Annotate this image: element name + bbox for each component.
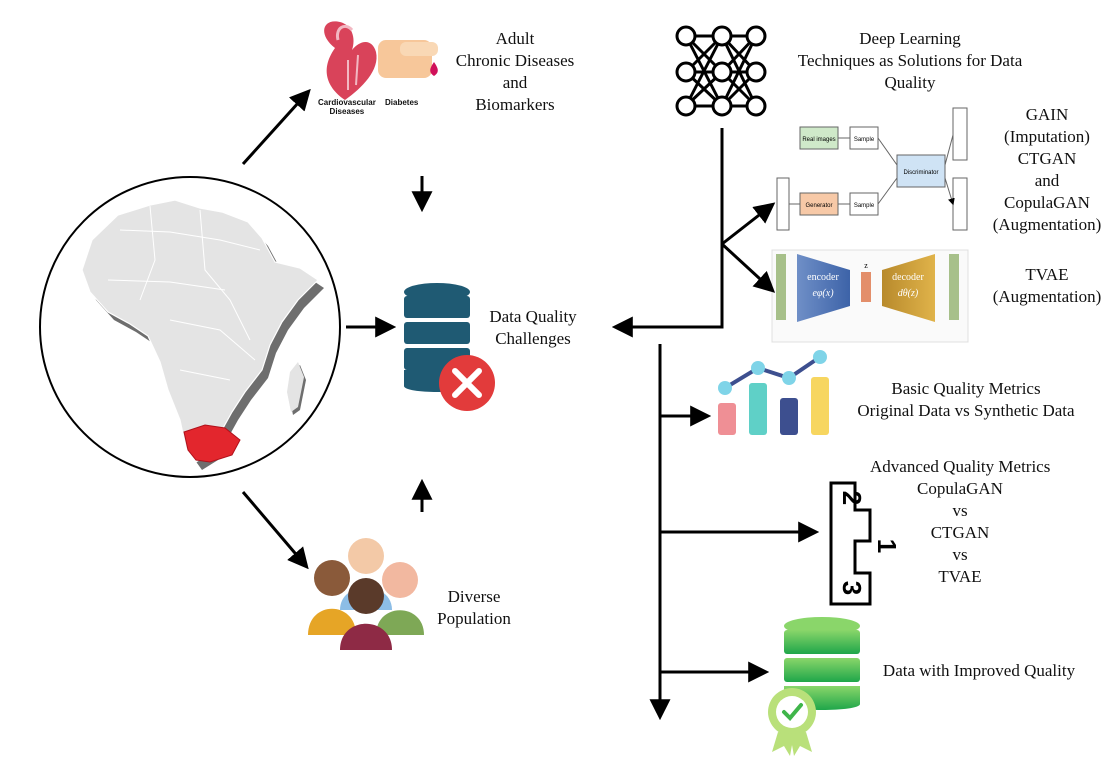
vae-encoder-text: encoder xyxy=(807,272,839,283)
vae-encoder-fn-text: eφ(x) xyxy=(812,288,834,299)
connector-arrows xyxy=(241,88,820,721)
diverse-population-label: Diverse Population xyxy=(437,587,511,628)
gan-sample-top-text: Sample xyxy=(854,137,875,143)
gan-methods-label: GAIN (Imputation) CTGAN and CopulaGAN (A… xyxy=(992,105,1102,234)
gan-schematic xyxy=(776,107,968,231)
neural-network-icon xyxy=(675,25,767,117)
improved-database-icon xyxy=(768,617,860,756)
diabetes-label: Diabetes xyxy=(385,98,419,107)
africa-globe-icon xyxy=(39,176,341,478)
vae-decoder-fn-text: dθ(z) xyxy=(898,288,919,299)
vae-decoder-text: decoder xyxy=(892,272,924,283)
deep-learning-label: Deep Learning Techniques as Solutions fo… xyxy=(797,29,1023,92)
gan-discriminator-text: Discriminator xyxy=(903,170,938,176)
podium-rank-2: 2 xyxy=(837,491,867,505)
vae-schematic xyxy=(771,249,969,343)
data-quality-challenges-label: Data Quality Challenges xyxy=(489,307,577,348)
podium-rank-3: 3 xyxy=(837,581,867,595)
podium-rank-1: 1 xyxy=(872,539,902,553)
bar-chart-icon xyxy=(718,350,829,435)
diabetes-finger-icon xyxy=(378,40,438,78)
gan-real-images-text: Real images xyxy=(802,137,835,143)
tvae-label: TVAE (Augmentation) xyxy=(992,265,1102,306)
basic-metrics-label: Basic Quality Metrics Original Data vs S… xyxy=(857,379,1075,420)
gan-generator-text: Generator xyxy=(805,203,832,209)
cardio-label: Cardiovascular Diseases xyxy=(318,98,376,116)
advanced-metrics-label: Advanced Quality Metrics CopulaGAN vs CT… xyxy=(870,457,1051,586)
chronic-diseases-label: Adult Chronic Diseases and Biomarkers xyxy=(455,29,575,114)
vae-z-text: z xyxy=(864,261,868,270)
people-group-icon xyxy=(308,538,424,650)
improved-quality-label: Data with Improved Quality xyxy=(882,661,1076,680)
gan-sample-bottom-text: Sample xyxy=(854,203,875,209)
podium-icon xyxy=(829,481,872,606)
database-error-icon xyxy=(404,283,495,411)
heart-icon xyxy=(324,21,377,100)
